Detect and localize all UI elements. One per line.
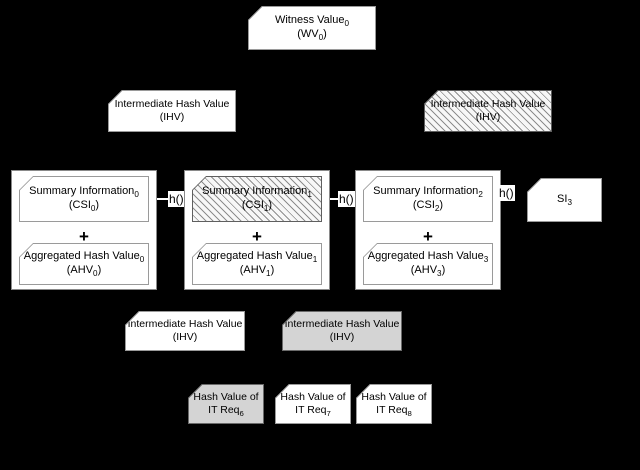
group-1-summary-line1: Summary Information1	[202, 185, 312, 200]
group-0-aggregated-line2: (AHV0)	[66, 264, 102, 279]
connector-h1-label: h()	[168, 191, 185, 207]
ihv-bottom-right-node: Intermediate Hash Value (IHV)	[282, 311, 402, 351]
group-1-summary-line2: (CSI1)	[241, 199, 273, 214]
hash-req-8-line1: Hash Value of	[361, 390, 427, 403]
group-1-plus-operator: +	[252, 227, 262, 246]
ihv-top-left-line2: (IHV)	[159, 111, 185, 123]
group-2-aggregated-node: Aggregated Hash Value3 (AHV3)	[363, 243, 493, 285]
group-0-summary-line2: (CSI0)	[68, 199, 100, 214]
hash-req-7-line1: Hash Value of	[280, 390, 346, 403]
group-0-aggregated-line1: Aggregated Hash Value0	[23, 250, 145, 265]
ihv-top-left-line1: Intermediate Hash Value	[114, 97, 230, 110]
ihv-bottom-left-line1: Intermediate Hash Value	[127, 317, 243, 330]
group-1-aggregated-node: Aggregated Hash Value1 (AHV1)	[192, 243, 322, 285]
group-2-aggregated-line1: Aggregated Hash Value3	[367, 250, 489, 265]
connector-h3-label: h()	[498, 185, 515, 201]
si3-node: SI3	[527, 178, 602, 222]
group-0-summary-line1: Summary Information0	[29, 185, 139, 200]
hash-req-8-node: Hash Value of IT Req8	[356, 384, 432, 424]
hash-req-6-line1: Hash Value of	[193, 390, 259, 403]
group-0-plus-operator: +	[79, 227, 89, 246]
group-1-aggregated-line1: Aggregated Hash Value1	[196, 250, 318, 265]
ihv-top-right-line2: (IHV)	[475, 111, 501, 123]
group-2-summary-node: Summary Information2 (CSI2)	[363, 176, 493, 222]
ihv-bottom-right-line1: Intermediate Hash Value	[284, 317, 400, 330]
group-2-aggregated-line2: (AHV3)	[410, 264, 446, 279]
group-1-summary-node: Summary Information1 (CSI1)	[192, 176, 322, 222]
hash-req-6-node: Hash Value of IT Req6	[188, 384, 264, 424]
witness-value-line1: Witness Value0	[274, 14, 350, 29]
ihv-bottom-left-node: Intermediate Hash Value (IHV)	[125, 311, 245, 351]
ihv-top-left-node: Intermediate Hash Value (IHV)	[108, 90, 236, 132]
si3-label: SI3	[557, 193, 572, 208]
hash-req-8-line2: IT Req8	[376, 404, 412, 419]
group-1-aggregated-line2: (AHV1)	[239, 264, 275, 279]
hash-req-6-line2: IT Req6	[208, 404, 244, 419]
ihv-bottom-left-line2: (IHV)	[172, 331, 198, 343]
witness-value-node: Witness Value0 (WV0)	[248, 6, 376, 50]
group-0-aggregated-node: Aggregated Hash Value0 (AHV0)	[19, 243, 149, 285]
group-2-summary-line2: (CSI2)	[412, 199, 444, 214]
ihv-bottom-right-line2: (IHV)	[329, 331, 355, 343]
group-0-summary-node: Summary Information0 (CSI0)	[19, 176, 149, 222]
group-2-summary-line1: Summary Information2	[373, 185, 483, 200]
connector-h2-label: h()	[338, 191, 355, 207]
ihv-top-right-line1: Intermediate Hash Value	[430, 97, 546, 110]
group-2-plus-operator: +	[423, 227, 433, 246]
hash-req-7-node: Hash Value of IT Req7	[275, 384, 351, 424]
witness-value-line2: (WV0)	[297, 28, 327, 43]
hash-req-7-line2: IT Req7	[295, 404, 331, 419]
ihv-top-right-node: Intermediate Hash Value (IHV)	[424, 90, 552, 132]
